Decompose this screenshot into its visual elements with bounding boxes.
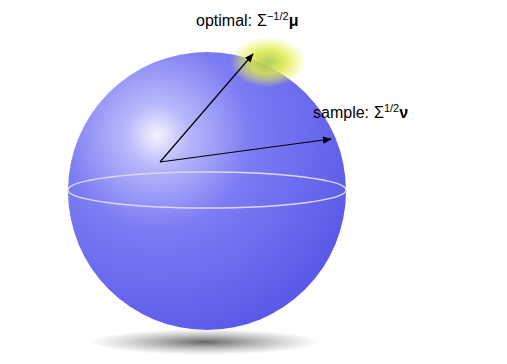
label-text: Σ bbox=[374, 104, 384, 121]
optimal-label: optimal: Σ−1/2μ bbox=[196, 10, 298, 30]
label-text: ν bbox=[399, 104, 408, 121]
sphere-shadow bbox=[90, 329, 320, 355]
label-text: Σ bbox=[257, 12, 267, 29]
equator bbox=[68, 172, 346, 208]
label-text: −1/2 bbox=[267, 10, 289, 22]
label-text: μ bbox=[289, 12, 299, 29]
optimal-vector bbox=[160, 54, 253, 162]
optimal-region-glow bbox=[230, 37, 306, 87]
sample-label: sample: Σ1/2ν bbox=[313, 102, 408, 122]
label-text: 1/2 bbox=[384, 102, 399, 114]
sample-vector bbox=[160, 139, 331, 162]
sphere bbox=[68, 52, 346, 330]
label-text: optimal: bbox=[196, 12, 252, 29]
label-text: sample: bbox=[313, 104, 369, 121]
